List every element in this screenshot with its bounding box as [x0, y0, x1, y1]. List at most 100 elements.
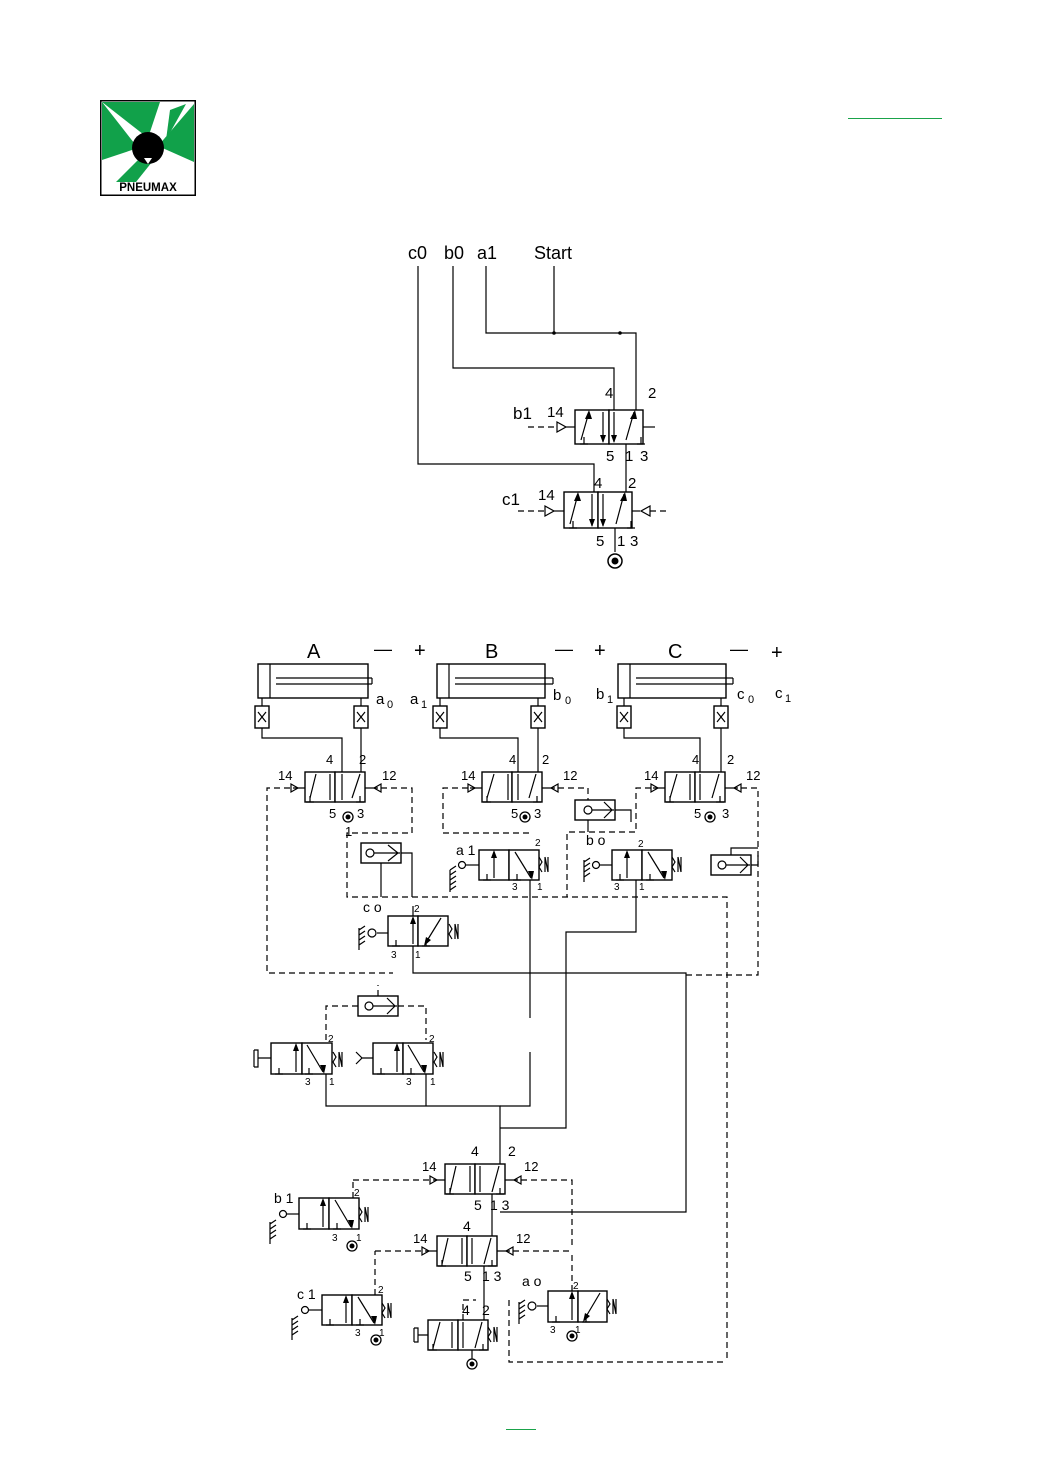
logo-blade-left	[102, 102, 138, 160]
valve-upper-port-5: 5	[606, 448, 614, 465]
svg-text:1: 1	[379, 1328, 385, 1339]
valve-upper-port-2: 2	[648, 385, 656, 402]
cylinder-b-label: B	[485, 641, 498, 663]
valve-lower-pilot-c1: c1	[502, 490, 520, 509]
svg-text:2: 2	[542, 752, 549, 767]
sensor-b1: b	[596, 686, 604, 703]
logo-center-disc	[132, 132, 164, 164]
start-valve-left: 2 3 1	[253, 1034, 343, 1088]
svg-text:1: 1	[421, 699, 427, 711]
valve-upper-port-1: 1	[625, 448, 633, 465]
svg-text:4: 4	[471, 1143, 479, 1159]
signal-c0: c0	[408, 243, 427, 263]
svg-text:2: 2	[573, 1281, 579, 1292]
svg-text:12: 12	[382, 768, 396, 783]
sensor-a1: a	[410, 691, 419, 708]
sensor-a0: a	[376, 691, 385, 708]
cylinder-c-plus: +	[771, 642, 783, 664]
limit-valve-a1: a 1 2 3 1	[449, 838, 549, 893]
svg-text:4: 4	[509, 752, 516, 767]
svg-text:3: 3	[357, 806, 364, 821]
valve-c-main: 4 2 14 12 5 3	[644, 752, 760, 823]
logo-text: PNEUMAX	[119, 182, 177, 194]
valve-lower-port-14: 14	[538, 487, 555, 504]
svg-text:2: 2	[482, 1302, 490, 1318]
svg-text:14: 14	[644, 768, 658, 783]
flow-regulator-icon	[254, 705, 729, 729]
svg-text:3: 3	[391, 950, 397, 961]
svg-text:3: 3	[722, 806, 729, 821]
svg-text:b 1: b 1	[274, 1190, 294, 1206]
sensor-c0: c	[737, 686, 745, 703]
memory-valve-2: 4 14 12 5 1 3	[375, 1218, 572, 1284]
valve-lower-port-1: 1	[617, 533, 625, 550]
svg-text:4: 4	[692, 752, 699, 767]
valve-lower-port-4: 4	[594, 475, 602, 492]
svg-text:1 3: 1 3	[490, 1197, 510, 1213]
svg-text:14: 14	[278, 768, 292, 783]
signal-a1: a1	[477, 243, 497, 263]
svg-text:14: 14	[461, 768, 475, 783]
svg-text:5: 5	[511, 806, 518, 821]
svg-text:3: 3	[406, 1077, 412, 1088]
svg-text:0: 0	[387, 699, 393, 711]
svg-text:4: 4	[463, 1218, 471, 1234]
svg-text:14: 14	[413, 1231, 427, 1246]
logo-blade-bottom	[116, 158, 152, 182]
limit-valve-c0: c o 2 3 1	[358, 899, 459, 961]
logo-blade-top	[102, 102, 160, 138]
valve-upper-port-4: 4	[605, 385, 613, 402]
valve-upper-port-14: 14	[547, 404, 564, 421]
svg-text:3: 3	[305, 1077, 311, 1088]
svg-text:2: 2	[359, 752, 366, 767]
start-valve-right: 2 3 1	[355, 1034, 444, 1088]
signal-start: Start	[534, 243, 572, 263]
sensor-c1: c	[775, 685, 783, 702]
svg-text:c o: c o	[363, 899, 382, 915]
svg-text:1: 1	[575, 1325, 581, 1336]
svg-text:0: 0	[748, 694, 754, 706]
final-valve: 4 2	[413, 1302, 498, 1370]
memory-circuit-diagram: c0 b0 a1 Start b1 14 4 2 5 1	[408, 243, 668, 569]
svg-text:0: 0	[565, 695, 571, 707]
svg-text:3: 3	[512, 882, 518, 893]
svg-text:1: 1	[356, 1233, 362, 1244]
svg-text:5: 5	[329, 806, 336, 821]
svg-text:2: 2	[638, 839, 644, 850]
limit-valve-b0: b o 2 3 1	[583, 832, 682, 893]
svg-text:4: 4	[462, 1302, 470, 1318]
valve-lower-port-5: 5	[596, 533, 604, 550]
svg-text:2: 2	[414, 904, 420, 915]
valve-lower-port-3: 3	[630, 533, 638, 550]
valve-upper-pilot-b1: b1	[513, 404, 532, 423]
cylinder-a-minus: —	[374, 639, 392, 659]
svg-text:12: 12	[524, 1159, 538, 1174]
signal-b0: b0	[444, 243, 464, 263]
svg-text:2: 2	[354, 1188, 360, 1199]
svg-text:14: 14	[422, 1159, 436, 1174]
logo-blade-corner	[166, 104, 186, 140]
svg-text:a 1: a 1	[456, 842, 476, 858]
footer-rule	[506, 1429, 536, 1430]
svg-text:1: 1	[639, 882, 645, 893]
svg-text:3: 3	[550, 1325, 556, 1336]
memory-valve-lower: c1 14 4 2 5 1 3	[502, 475, 668, 550]
svg-text:5: 5	[464, 1268, 472, 1284]
svg-text:5: 5	[474, 1197, 482, 1213]
svg-text:3: 3	[534, 806, 541, 821]
valve-lower-port-2: 2	[628, 475, 636, 492]
svg-text:2: 2	[429, 1034, 435, 1045]
limit-valve-b1: b 1 2 3 1	[269, 1188, 369, 1252]
svg-text:2: 2	[378, 1285, 384, 1296]
cylinder-b-plus: +	[594, 640, 606, 662]
svg-text:12: 12	[516, 1231, 530, 1246]
memory-valve-1: 4 2 14 12 5 1 3	[353, 1143, 573, 1248]
cylinder-a-plus: +	[414, 640, 426, 662]
pneumax-logo: PNEUMAX	[100, 100, 196, 196]
cylinder-a-label: A	[307, 641, 321, 663]
svg-text:2: 2	[535, 838, 541, 849]
cylinder-c-minus: —	[730, 639, 748, 659]
valve-a-main: 4 2 14 12 5 3	[278, 752, 396, 823]
valve-upper-port-3: 3	[640, 448, 648, 465]
